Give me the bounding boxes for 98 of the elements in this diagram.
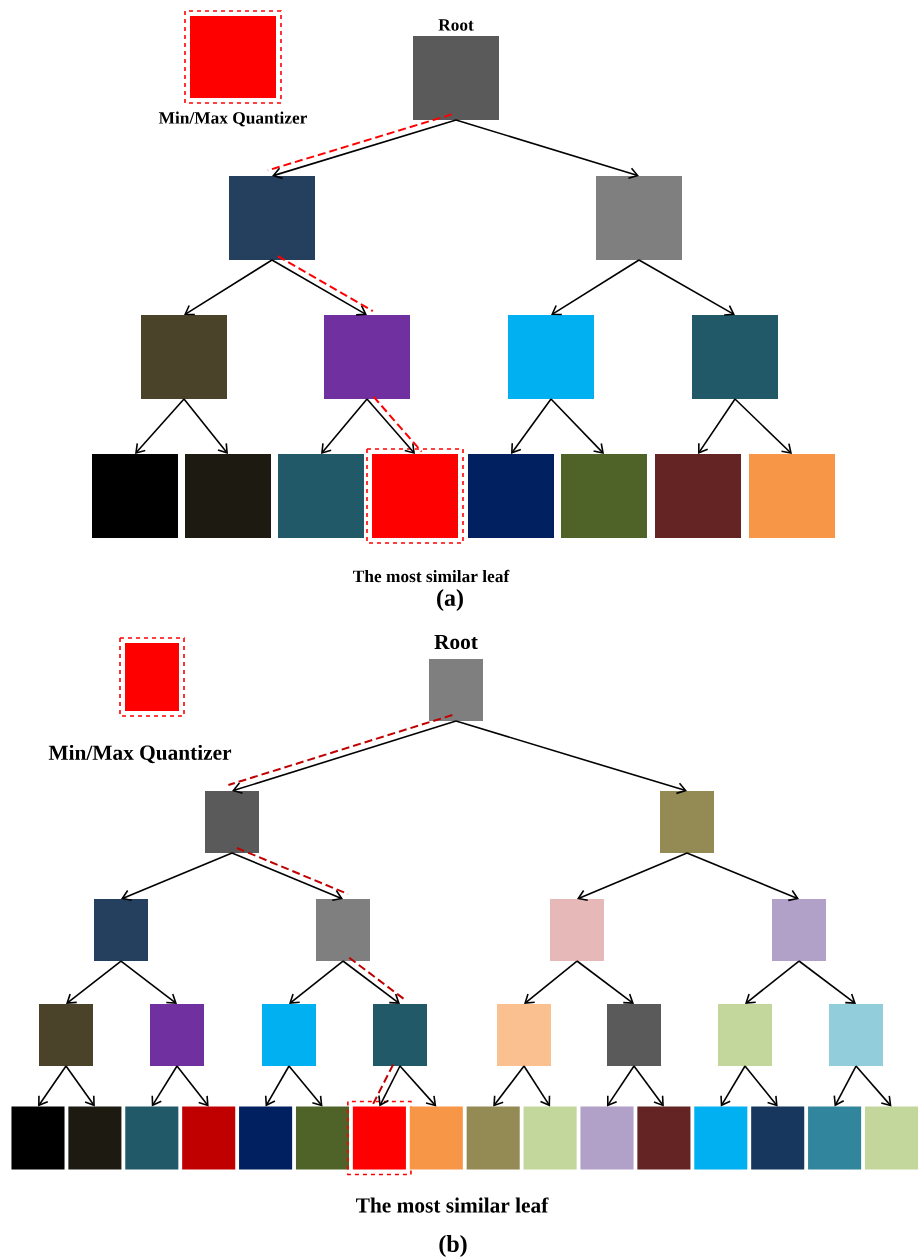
arrow — [855, 1065, 892, 1107]
tree-node-box — [262, 1004, 316, 1066]
arrow — [550, 398, 604, 454]
tree-node-box — [205, 791, 259, 853]
quantizer-label: Min/Max Quantizer — [158, 111, 307, 127]
tree-node-box — [68, 1106, 122, 1170]
arrow — [734, 398, 792, 454]
tree-node-box — [808, 1106, 862, 1170]
arrow — [511, 398, 552, 454]
tree-node-box — [749, 454, 835, 538]
tree-node-box — [637, 1106, 691, 1170]
tree-node-box — [523, 1106, 577, 1170]
tree-node-box — [39, 1004, 93, 1066]
arrow — [523, 1065, 551, 1107]
tree-node-box — [718, 1004, 772, 1066]
arrow — [232, 720, 457, 795]
arrow — [184, 259, 273, 316]
tree-node-box — [508, 315, 594, 399]
tree-node-box — [141, 315, 227, 399]
arrow — [744, 1065, 778, 1107]
arrow — [576, 960, 634, 1004]
arrow — [455, 119, 639, 180]
path-line — [276, 255, 374, 313]
arrow — [638, 259, 735, 316]
arrow — [833, 1065, 857, 1107]
arrow — [271, 259, 367, 316]
path-line — [227, 714, 454, 786]
arrow — [264, 1065, 290, 1107]
tree-node-box — [468, 454, 554, 538]
tree-node-box — [864, 1106, 919, 1170]
arrow — [798, 960, 856, 1004]
arrow — [698, 398, 736, 454]
tree-node-box — [409, 1106, 463, 1170]
tree-node-box — [829, 1004, 883, 1066]
arrow — [289, 960, 344, 1004]
arrow — [321, 398, 368, 454]
tree-node-box — [316, 899, 370, 961]
arrow — [288, 1065, 323, 1107]
tree-node-box — [655, 454, 741, 538]
arrow — [720, 1065, 746, 1107]
tree-node-box — [125, 1106, 179, 1170]
tree-node-box — [94, 899, 148, 961]
arrow — [493, 1065, 525, 1107]
tree-node-box — [692, 315, 778, 399]
tree-node-box — [497, 1004, 551, 1066]
arrow — [342, 960, 400, 1004]
arrow — [121, 852, 233, 902]
tree-node-box — [239, 1106, 293, 1170]
arrow — [366, 398, 415, 454]
tree-node-box — [772, 899, 826, 961]
tree-node-box — [182, 1106, 236, 1170]
arrow — [399, 1065, 437, 1107]
arrow — [151, 1065, 178, 1107]
arrow — [577, 852, 688, 902]
root-label: Root — [434, 634, 478, 650]
tree-node-box — [278, 454, 364, 538]
tree-node-box — [751, 1106, 805, 1170]
leaf-caption: The most similar leaf — [353, 569, 510, 583]
arrow — [745, 960, 800, 1004]
tree-node-box — [373, 1004, 427, 1066]
tree-node-box — [150, 1004, 204, 1066]
tree-node-box — [607, 1004, 661, 1066]
arrow — [455, 720, 687, 795]
tree-node-box — [295, 1106, 350, 1170]
leaf-caption: The most similar leaf — [356, 1197, 549, 1213]
arrow — [38, 1065, 67, 1107]
tree-node-box — [596, 176, 682, 260]
tree-node-box — [660, 791, 714, 853]
tree-node-box — [324, 315, 410, 399]
arrow — [135, 398, 185, 454]
arrow — [378, 1065, 401, 1107]
arrow — [176, 1065, 209, 1107]
quantizer-label: Min/Max Quantizer — [48, 744, 232, 764]
arrow — [272, 119, 457, 180]
tree-node-box — [92, 454, 178, 538]
arrow — [231, 852, 343, 902]
tree-node-box — [580, 1106, 634, 1170]
arrow — [183, 398, 228, 454]
path-line — [371, 1063, 395, 1107]
panel-label: (b) — [439, 1235, 467, 1257]
arrow — [686, 852, 799, 902]
arrow — [65, 1065, 95, 1107]
arrow — [66, 960, 122, 1004]
tree-node-box — [550, 899, 604, 961]
root-label: Root — [438, 19, 474, 31]
panel-label: (a) — [437, 589, 463, 611]
tree-node-box — [466, 1106, 520, 1170]
tree-node-box — [561, 454, 647, 538]
arrow — [551, 259, 640, 316]
tree-node-box — [11, 1106, 65, 1170]
tree-node-box — [185, 454, 271, 538]
arrow — [607, 1065, 635, 1107]
tree-node-box — [229, 176, 315, 260]
tree-node-box — [694, 1106, 748, 1170]
arrow — [524, 960, 578, 1004]
path-line — [372, 395, 423, 453]
arrow — [633, 1065, 664, 1107]
arrow — [120, 960, 177, 1004]
